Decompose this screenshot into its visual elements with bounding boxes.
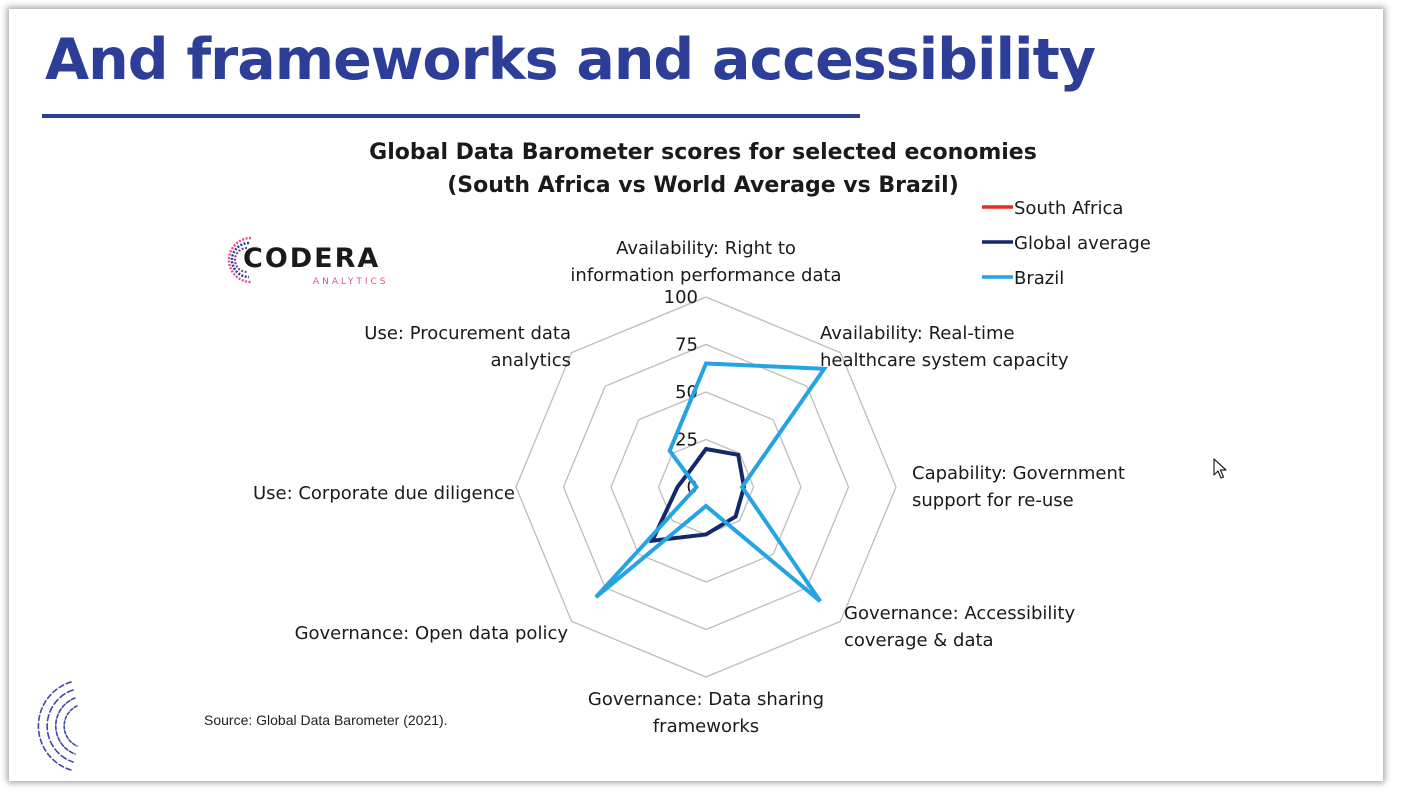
axis-label-7-line-0: Use: Procurement data <box>364 323 571 344</box>
codera-logo-wordmark: CODERA <box>243 243 380 274</box>
mouse-pointer-icon <box>1213 458 1227 479</box>
axis-label-5-line-0: Governance: Open data policy <box>295 623 569 644</box>
axis-label-4: Governance: Data sharing frameworks <box>588 689 824 737</box>
legend-item-global-average: Global average <box>982 233 1151 254</box>
legend-item-south-africa: South Africa <box>982 198 1123 219</box>
grid-ring-100 <box>515 296 897 678</box>
series-line-brazil <box>594 361 828 603</box>
axis-label-6-line-0: Use: Corporate due diligence <box>253 483 515 504</box>
axis-label-1: Availability: Real-time healthcare system… <box>820 323 1069 371</box>
axis-label-0-line-1: information performance data <box>570 265 841 286</box>
axis-label-6: Use: Corporate due diligence <box>253 483 515 504</box>
slide-title: And frameworks and accessibility <box>45 27 1096 93</box>
codera-logo: CODERA ANALYTICS <box>227 236 389 287</box>
codera-logo-mark <box>227 236 252 284</box>
axis-label-4-line-0: Governance: Data sharing <box>588 689 824 710</box>
axis-label-3: Governance: Accessibility coverage & data <box>844 603 1075 651</box>
radial-tick-25: 25 <box>675 430 698 451</box>
axis-label-2-line-1: support for re-use <box>912 490 1074 511</box>
axis-label-2: Capability: Government support for re-use <box>912 463 1125 511</box>
corner-c-logo <box>37 681 78 771</box>
axis-label-3-line-1: coverage & data <box>844 630 994 651</box>
source-note: Source: Global Data Barometer (2021). <box>204 712 448 728</box>
grid-ring-75 <box>562 343 850 631</box>
title-underline <box>42 114 860 118</box>
legend-label-global-average: Global average <box>1014 233 1151 254</box>
radial-tick-0: 0 <box>687 477 698 498</box>
radial-tick-100: 100 <box>664 287 698 308</box>
radial-tick-75: 75 <box>675 335 698 356</box>
axis-label-0-line-0: Availability: Right to <box>616 238 796 259</box>
legend-label-brazil: Brazil <box>1014 268 1064 289</box>
grid-ring-50 <box>610 391 802 583</box>
axis-label-7: Use: Procurement data analytics <box>364 323 571 371</box>
axis-label-7-line-1: analytics <box>491 350 571 371</box>
chart-title-line-2: (South Africa vs World Average vs Brazil… <box>447 173 959 198</box>
codera-logo-tagline: ANALYTICS <box>313 277 389 287</box>
legend-item-brazil: Brazil <box>982 268 1064 289</box>
axis-label-0: Availability: Right to information perfor… <box>570 238 841 286</box>
radar-axis-labels: Availability: Right to information perfor… <box>253 238 1125 737</box>
axis-label-4-line-1: frameworks <box>653 716 759 737</box>
axis-label-5: Governance: Open data policy <box>295 623 569 644</box>
radar-series <box>594 361 828 603</box>
axis-label-2-line-0: Capability: Government <box>912 463 1125 484</box>
axis-label-1-line-0: Availability: Real-time <box>820 323 1015 344</box>
slide: And frameworks and accessibility Global … <box>9 9 1383 781</box>
axis-label-3-line-0: Governance: Accessibility <box>844 603 1075 624</box>
radar-chart: Global Data Barometer scores for selecte… <box>253 140 1151 737</box>
radar-grid <box>515 296 897 678</box>
legend-label-south-africa: South Africa <box>1014 198 1123 219</box>
axis-label-1-line-1: healthcare system capacity <box>820 350 1069 371</box>
chart-title-line-1: Global Data Barometer scores for selecte… <box>369 140 1037 165</box>
